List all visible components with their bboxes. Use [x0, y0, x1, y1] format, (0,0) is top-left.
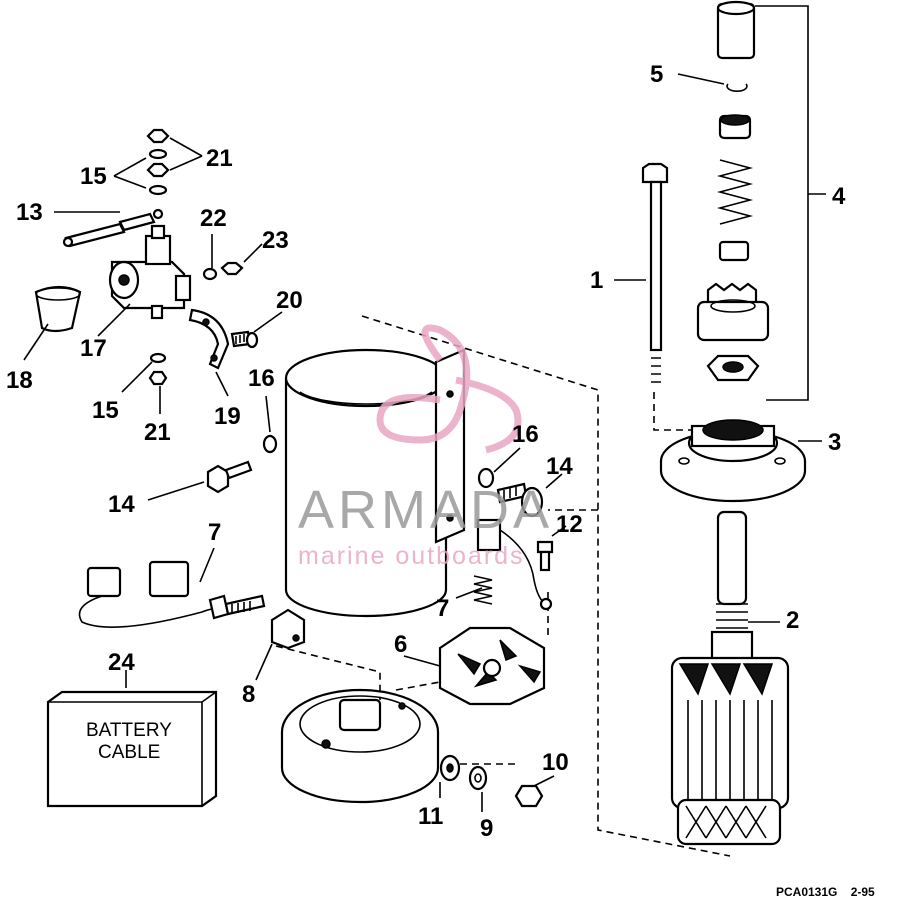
armada-watermark: ARMADA marine outboards [298, 324, 553, 570]
callout-3: 3 [828, 429, 841, 456]
callout-13: 13 [16, 199, 43, 226]
callout-15b: 15 [92, 397, 119, 424]
watermark-tagline: marine outboards [298, 542, 525, 570]
callout-4: 4 [832, 183, 846, 210]
brush-holder-clip [255, 608, 306, 681]
solenoid-lead [54, 208, 164, 248]
callout-16b: 16 [512, 421, 539, 448]
callout-20: 20 [276, 287, 303, 314]
battery-cable-label-line1: BATTERY [86, 720, 172, 741]
watermark-logo-mark [376, 324, 522, 454]
callout-22: 22 [200, 205, 227, 232]
assembly-guide-line [361, 315, 731, 857]
drive-end-cap [659, 419, 822, 503]
callout-2: 2 [786, 607, 799, 634]
callout-19: 19 [214, 403, 241, 430]
figure-code: PCA0131G 2-95 [776, 885, 875, 899]
callout-9: 9 [480, 815, 493, 842]
terminal-hardware-top [113, 128, 203, 196]
callout-14a: 14 [108, 491, 135, 518]
callout-8: 8 [242, 681, 255, 708]
callout-11: 11 [418, 803, 443, 830]
terminal-washers-and-nut [439, 754, 555, 812]
callout-18: 18 [6, 367, 33, 394]
callout-5: 5 [650, 61, 663, 88]
callout-14b: 14 [546, 453, 573, 480]
terminal-hardware-lower [121, 352, 168, 414]
small-nuts [202, 234, 263, 281]
solenoid-bracket [188, 308, 283, 397]
callout-16a: 16 [248, 365, 275, 392]
solenoid [97, 224, 192, 337]
callout-12: 12 [556, 511, 583, 538]
callout-7b: 7 [436, 595, 449, 622]
callout-17: 17 [80, 335, 107, 362]
callout-15a: 15 [80, 163, 107, 190]
callout-6: 6 [394, 631, 407, 658]
callout-10: 10 [542, 749, 569, 776]
armature [670, 510, 790, 846]
bolt-left [147, 460, 253, 501]
callout-1: 1 [590, 267, 603, 294]
drive-assembly [677, 0, 826, 401]
battery-cable-label-line2: CABLE [98, 742, 160, 763]
callout-labels: 1 2 3 4 5 6 7 7 8 9 10 11 12 13 14 14 15… [6, 61, 846, 842]
callout-24: 24 [108, 649, 135, 676]
washer-left [262, 395, 278, 454]
brush-plate [403, 626, 546, 706]
frame-hardware-right [477, 447, 567, 572]
callout-23: 23 [262, 227, 289, 254]
commutator-end-cap [275, 645, 441, 804]
battery-cable-box [46, 670, 218, 808]
terminal-boot [23, 285, 82, 361]
watermark-brand: ARMADA [298, 480, 553, 540]
brush-lead-set [78, 547, 266, 628]
callout-21b: 21 [144, 419, 171, 446]
brush-and-spring [455, 518, 553, 611]
through-bolt [614, 162, 704, 431]
callout-7a: 7 [208, 519, 221, 546]
callout-21a: 21 [206, 145, 233, 172]
